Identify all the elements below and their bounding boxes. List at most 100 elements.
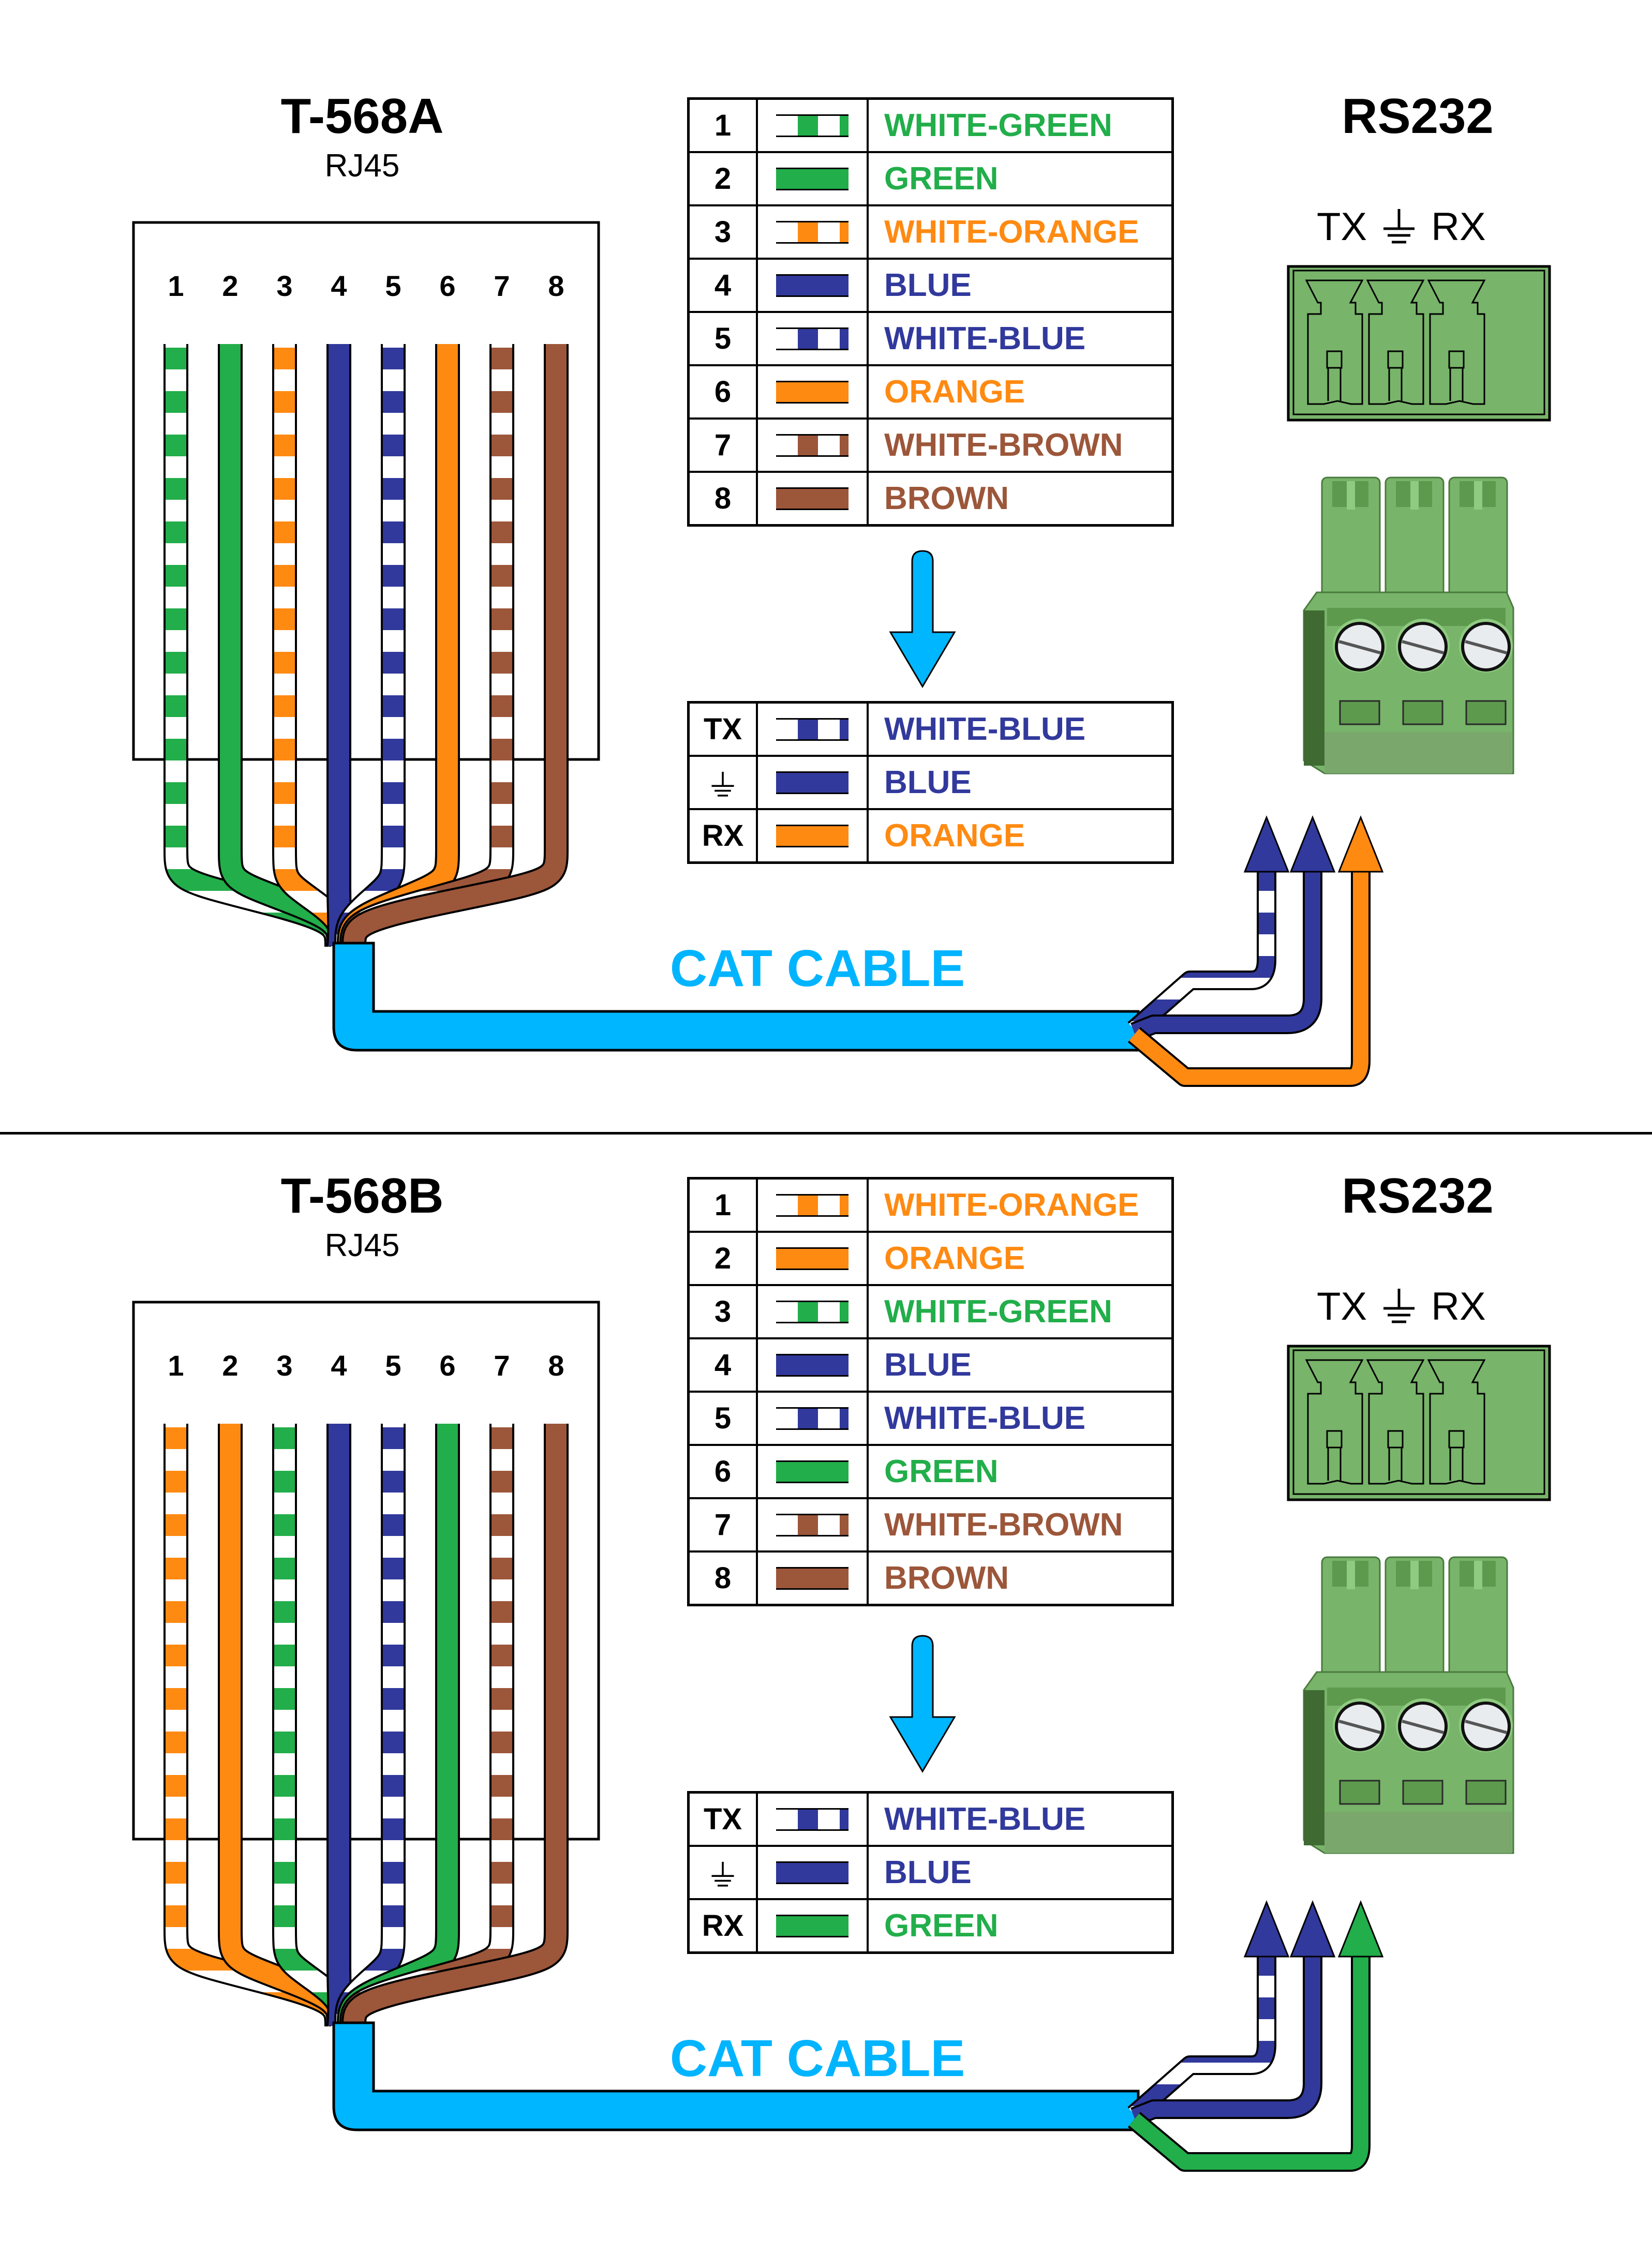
pin-number: 3: [687, 204, 758, 260]
connector-terminal: [1366, 279, 1425, 405]
pin-number: 7: [687, 417, 758, 473]
wire-color-swatch: [756, 1791, 869, 1847]
terminal-window: [1448, 1430, 1465, 1449]
wire-color-name: WHITE-ORANGE: [867, 204, 1174, 260]
rj45-pin-number: 3: [276, 1349, 293, 1382]
wire-color-swatch: [756, 1898, 869, 1954]
rj45-pin-number: 7: [494, 270, 510, 302]
wire-color-swatch: [756, 1444, 869, 1499]
wire-color-name: ORANGE: [867, 808, 1174, 864]
pinout-row: 7 WHITE-BROWN: [687, 1497, 1174, 1553]
wire-color-name: BLUE: [867, 1845, 1174, 1900]
pinout-row: 4 BLUE: [687, 1337, 1174, 1393]
pinout-row: 7 WHITE-BROWN: [687, 417, 1174, 473]
pinout-row: 4 BLUE: [687, 258, 1174, 313]
rs232-title: RS232: [1342, 88, 1494, 144]
pinout-row: 5 WHITE-BLUE: [687, 1391, 1174, 1446]
pin-number: 7: [687, 1497, 758, 1553]
ground-wire: [1131, 869, 1320, 1039]
wire-color-name: WHITE-BROWN: [867, 1497, 1174, 1553]
rs232-terminal-block: [1303, 1556, 1514, 1854]
wire-color-swatch: [756, 808, 869, 864]
wire-color-name: ORANGE: [867, 364, 1174, 420]
wire-entry-hole: [1339, 1780, 1380, 1805]
rj45-pin-number: 7: [494, 1349, 510, 1382]
wire-entry-hole: [1465, 1780, 1507, 1805]
wire-color-swatch: [756, 97, 869, 153]
rs232-connector-schematic: [1287, 265, 1551, 422]
pin-number: 5: [687, 1391, 758, 1446]
ground-wire: [1131, 1954, 1320, 2124]
tx-wire: [1129, 869, 1274, 1036]
rj45-pin-number: 1: [168, 1349, 184, 1382]
section-divider: [0, 1132, 1652, 1135]
terminal-window: [1326, 350, 1343, 369]
wire-entry-hole: [1339, 700, 1380, 725]
terminal-window: [1326, 1430, 1343, 1449]
rj45-pin-number: 8: [548, 270, 564, 302]
mapping-row: RX ORANGE: [687, 808, 1174, 864]
wire-pin-8: [344, 344, 567, 947]
pin-number: 6: [687, 364, 758, 420]
wire-color-swatch: [756, 204, 869, 260]
pinout-row: 6 ORANGE: [687, 364, 1174, 420]
connector-terminal: [1305, 1359, 1364, 1485]
tx-wire: [1129, 1954, 1274, 2121]
wire-entry-hole: [1402, 1780, 1443, 1805]
pin-number: 8: [687, 471, 758, 527]
connector-subtitle: RJ45: [324, 1228, 400, 1263]
rj45-connector-outline: [132, 1301, 600, 1841]
pinout-row: 8 BROWN: [687, 471, 1174, 527]
wire-color-swatch: [756, 1845, 869, 1900]
connector-terminal: [1366, 1359, 1425, 1485]
pinout-row: 3 WHITE-ORANGE: [687, 204, 1174, 260]
down-arrow-icon: [889, 550, 956, 688]
connector-terminal: [1427, 1359, 1486, 1485]
wire-color-swatch: [756, 1177, 869, 1233]
rj45-pin-number: 6: [439, 270, 456, 302]
wire-color-name: WHITE-GREEN: [867, 1284, 1174, 1339]
down-arrow-icon: [889, 1635, 956, 1773]
terminal-window: [1448, 350, 1465, 369]
rj45-pin-number: 8: [548, 1349, 564, 1382]
wire-color-swatch: [756, 311, 869, 366]
arrow-head-icon: [1243, 1900, 1290, 1958]
rj45-pin-number: 5: [385, 1349, 401, 1382]
wire-color-swatch: [756, 1497, 869, 1553]
rs232-pin-labels: TX RX: [1317, 1284, 1486, 1329]
standard-title: T-568B: [280, 1168, 444, 1223]
wire-color-name: BROWN: [867, 471, 1174, 527]
signal-label: TX: [687, 1791, 758, 1847]
pin-number: 2: [687, 1231, 758, 1286]
mapping-row: TX WHITE-BLUE: [687, 1791, 1174, 1847]
pinout-row: 8 BROWN: [687, 1550, 1174, 1606]
rx-label: RX: [1431, 205, 1486, 249]
arrow-head-icon: [1289, 815, 1336, 873]
pin-number: 1: [687, 97, 758, 153]
arrow-head-icon: [1337, 815, 1384, 873]
pinout-row: 2 ORANGE: [687, 1231, 1174, 1286]
pinout-row: 5 WHITE-BLUE: [687, 311, 1174, 366]
cat-cable-label: CAT CABLE: [669, 2030, 965, 2087]
pin-number: 2: [687, 151, 758, 206]
rs232-terminal-block: [1303, 476, 1514, 774]
pin-number: 1: [687, 1177, 758, 1233]
wire-color-name: WHITE-BLUE: [867, 701, 1174, 757]
rj45-pin-number: 5: [385, 270, 401, 302]
wire-pin-8: [344, 1424, 567, 2027]
pinout-row: 1 WHITE-ORANGE: [687, 1177, 1174, 1233]
wire-color-swatch: [756, 1337, 869, 1393]
rj45-pin-number: 2: [222, 270, 239, 302]
wire-color-swatch: [756, 1284, 869, 1339]
arrow-head-icon: [1243, 815, 1290, 873]
rj45-pin-number: 4: [331, 270, 347, 302]
wire-color-name: WHITE-BLUE: [867, 311, 1174, 366]
pinout-row: 6 GREEN: [687, 1444, 1174, 1499]
rj45-pin-number: 4: [331, 1349, 347, 1382]
wire-color-swatch: [756, 417, 869, 473]
rj45-pin-number: 2: [222, 1349, 239, 1382]
wire-color-name: GREEN: [867, 1444, 1174, 1499]
